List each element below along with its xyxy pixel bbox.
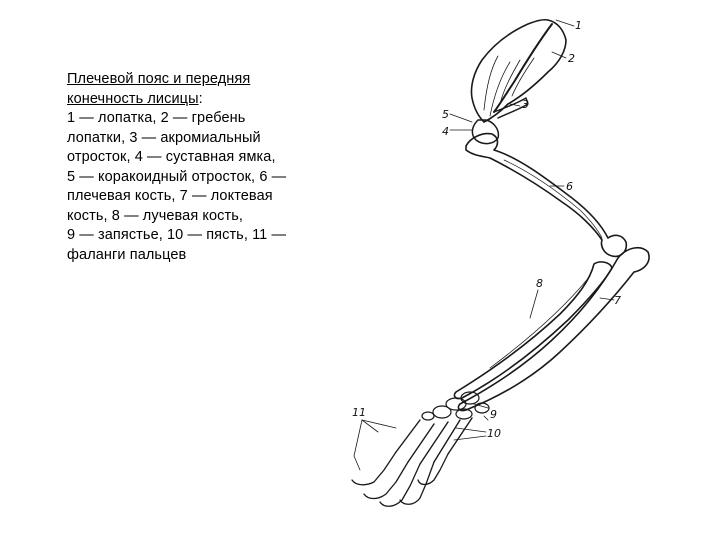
caption-line-4: 5 — коракоидный отросток, 6 — bbox=[67, 168, 287, 185]
caption-line-2: лопатки, 3 — акромиальный bbox=[67, 129, 261, 146]
caption-title-line-1: Плечевой пояс и передняя bbox=[67, 71, 251, 87]
caption-line-6: кость, 8 — лучевая кость, bbox=[67, 207, 244, 224]
humerus bbox=[465, 132, 628, 258]
label-2: 2 bbox=[568, 52, 575, 65]
caption-line-3: отросток, 4 — суставная ямка, bbox=[67, 149, 276, 165]
label-1: 1 bbox=[575, 19, 582, 32]
label-3: 3 bbox=[522, 98, 529, 111]
label-6: 6 bbox=[566, 180, 573, 193]
label-11: 11 bbox=[352, 406, 366, 419]
carpus bbox=[421, 391, 490, 421]
caption-line-7: 9 — запястье, 10 — пясть, 11 — bbox=[67, 227, 287, 243]
label-5: 5 bbox=[442, 108, 449, 121]
label-4: 4 bbox=[442, 125, 449, 138]
label-9: 9 bbox=[490, 408, 497, 421]
figure-caption: Плечевой пояс и передняя конечность лиси… bbox=[67, 70, 367, 265]
label-7: 7 bbox=[614, 294, 621, 307]
label-10: 10 bbox=[487, 427, 501, 440]
caption-title-colon: : bbox=[198, 90, 203, 107]
metacarpals bbox=[395, 417, 473, 465]
caption-line-1: 1 — лопатка, 2 — гребень bbox=[67, 110, 246, 126]
caption-line-5: плечевая кость, 7 — локтевая bbox=[67, 188, 273, 204]
ulna bbox=[457, 246, 650, 412]
figure-labels: 1 2 3 5 4 6 7 8 9 10 11 bbox=[352, 19, 621, 440]
radius bbox=[453, 261, 613, 400]
phalanges bbox=[351, 451, 449, 507]
label-8: 8 bbox=[536, 277, 543, 290]
leader-lines bbox=[353, 19, 615, 471]
caption-title-line-2: конечность лисицы bbox=[67, 90, 199, 107]
caption-line-8: фаланги пальцев bbox=[67, 246, 187, 263]
caption-title: Плечевой пояс и передняя конечность лиси… bbox=[67, 70, 367, 109]
scapula bbox=[470, 18, 567, 145]
